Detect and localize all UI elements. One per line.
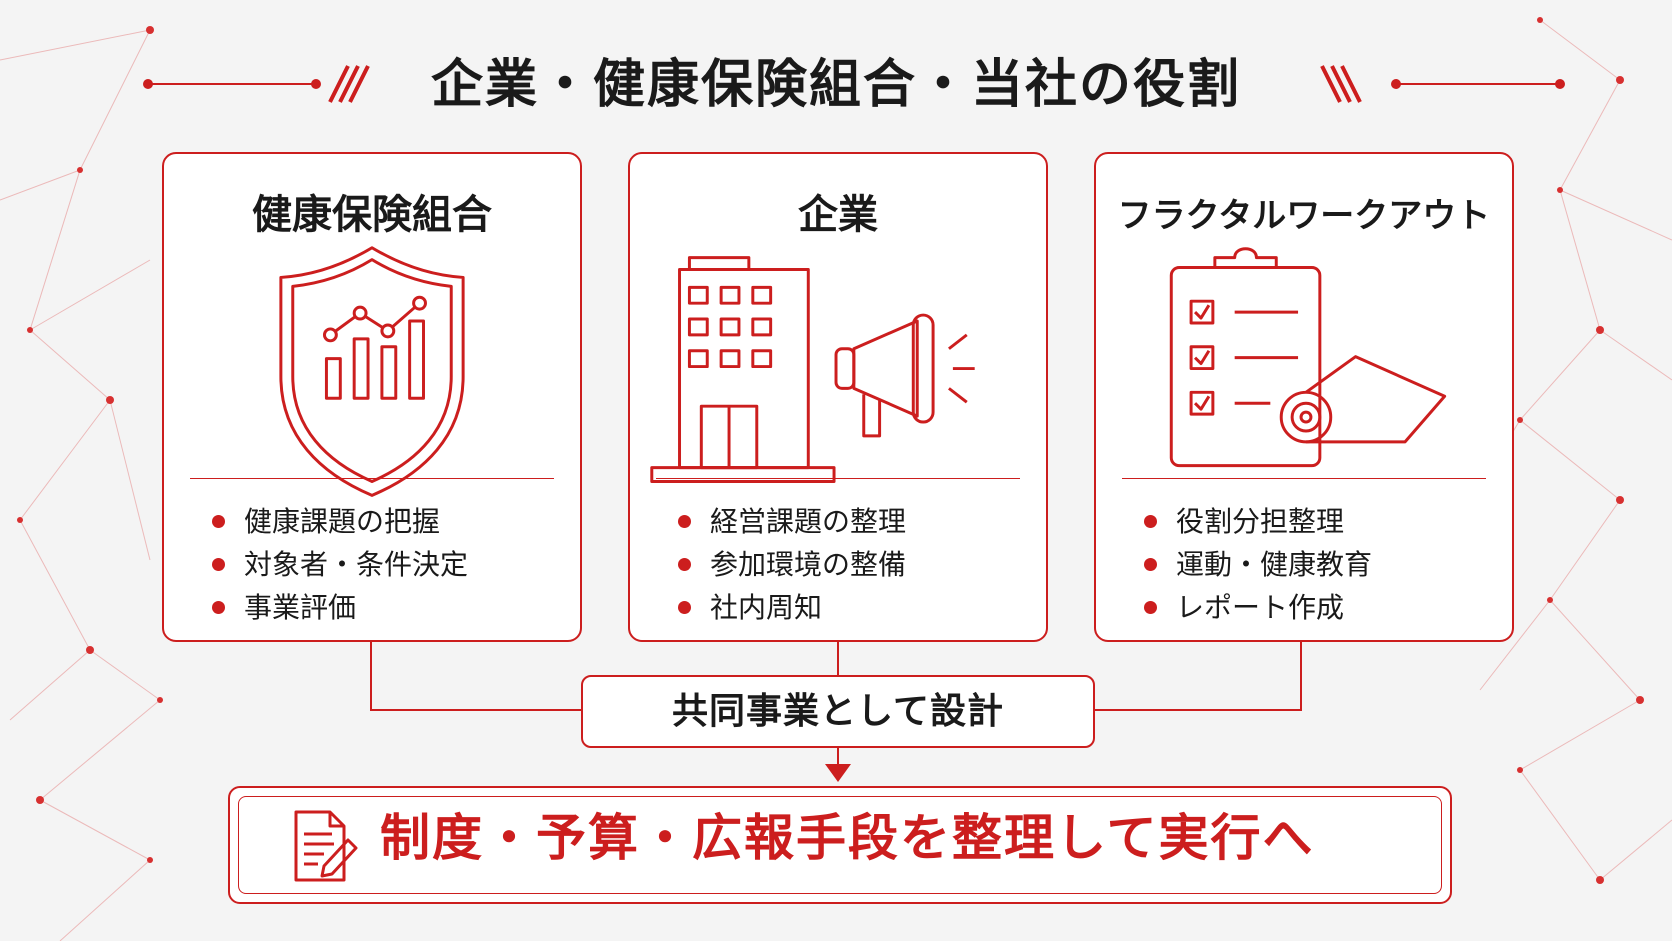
- shield-chart-icon: [279, 246, 465, 497]
- list-item: 健康課題の把握: [212, 500, 468, 543]
- title-left-ornament: [143, 65, 370, 103]
- building-megaphone-icon: [650, 256, 975, 483]
- list-item: 役割分担整理: [1144, 500, 1372, 543]
- page-title: 企業・健康保険組合・当社の役割: [430, 55, 1241, 115]
- list-item: 事業評価: [212, 586, 468, 629]
- list-item: 参加環境の整備: [678, 543, 906, 586]
- list-item: 対象者・条件決定: [212, 543, 468, 586]
- list-item: レポート作成: [1144, 586, 1372, 629]
- title-row: 企業・健康保険組合・当社の役割: [0, 40, 1672, 130]
- bullet-list: 経営課題の整理 参加環境の整備 社内周知: [678, 500, 906, 629]
- card-health-insurance-union: 健康保険組合 健康課題の把握 対象者・条件決定 事業評価: [162, 152, 582, 642]
- document-pen-icon: [294, 810, 358, 882]
- card-company: 企業 経営課題の整理 参加環境の整備 社内周知: [628, 152, 1048, 642]
- result-box-inner-frame: [238, 796, 1442, 894]
- result-label: 制度・予算・広報手段を整理して実行へ: [380, 809, 1315, 867]
- card-fractal-workout: フラクタルワークアウト 役割分担整理 運動・健康教育 レポート作成: [1094, 152, 1514, 642]
- card-title: 健康保険組合: [252, 192, 492, 238]
- card-title: 企業: [798, 192, 878, 238]
- card-title: フラクタルワークアウト: [1117, 196, 1491, 236]
- card-divider: [1122, 478, 1486, 479]
- list-item: 運動・健康教育: [1144, 543, 1372, 586]
- bullet-list: 役割分担整理 運動・健康教育 レポート作成: [1144, 500, 1372, 629]
- result-box: 制度・予算・広報手段を整理して実行へ: [228, 786, 1452, 904]
- bullet-list: 健康課題の把握 対象者・条件決定 事業評価: [212, 500, 468, 629]
- clipboard-mat-icon: [1169, 247, 1447, 468]
- list-item: 経営課題の整理: [678, 500, 906, 543]
- card-divider: [656, 478, 1020, 479]
- title-right-ornament: [1320, 65, 1565, 103]
- joint-design-box: 共同事業として設計: [581, 675, 1095, 748]
- list-item: 社内周知: [678, 586, 906, 629]
- card-divider: [190, 478, 554, 479]
- down-arrow-icon: [825, 764, 851, 782]
